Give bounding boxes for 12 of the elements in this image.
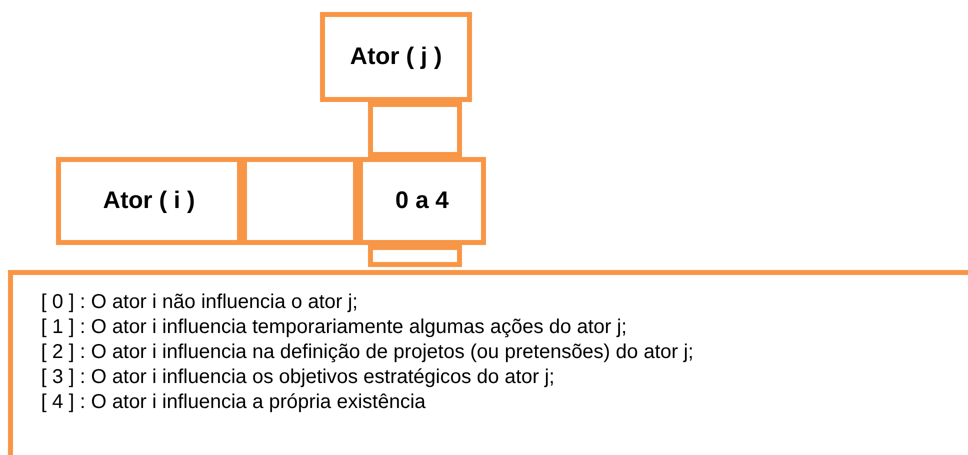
definition-text: [ 1 ] : O ator i influencia temporariamente algumas ações do ator j; — [41, 316, 627, 339]
definition-text: [ 2 ] : O ator i influencia na definição de projetos (ou pretensões) do ator j; — [41, 341, 694, 364]
definition-text: [ 0 ] : O ator i não influencia o ator j; — [41, 291, 358, 314]
actor-label: Ator ( j ) — [350, 43, 442, 71]
actor-box — [56, 157, 242, 245]
actor-label: Ator ( i ) — [103, 187, 195, 215]
small-box — [368, 245, 462, 267]
actor-label: 0 a 4 — [395, 187, 449, 215]
definition-text: [ 4 ] : O ator i influencia a própria existência — [41, 391, 426, 414]
legend-panel — [8, 270, 968, 455]
actor-box — [320, 12, 472, 102]
definition-text: [ 3 ] : O ator i influencia os objetivos estratégicos do ator j; — [41, 366, 555, 389]
